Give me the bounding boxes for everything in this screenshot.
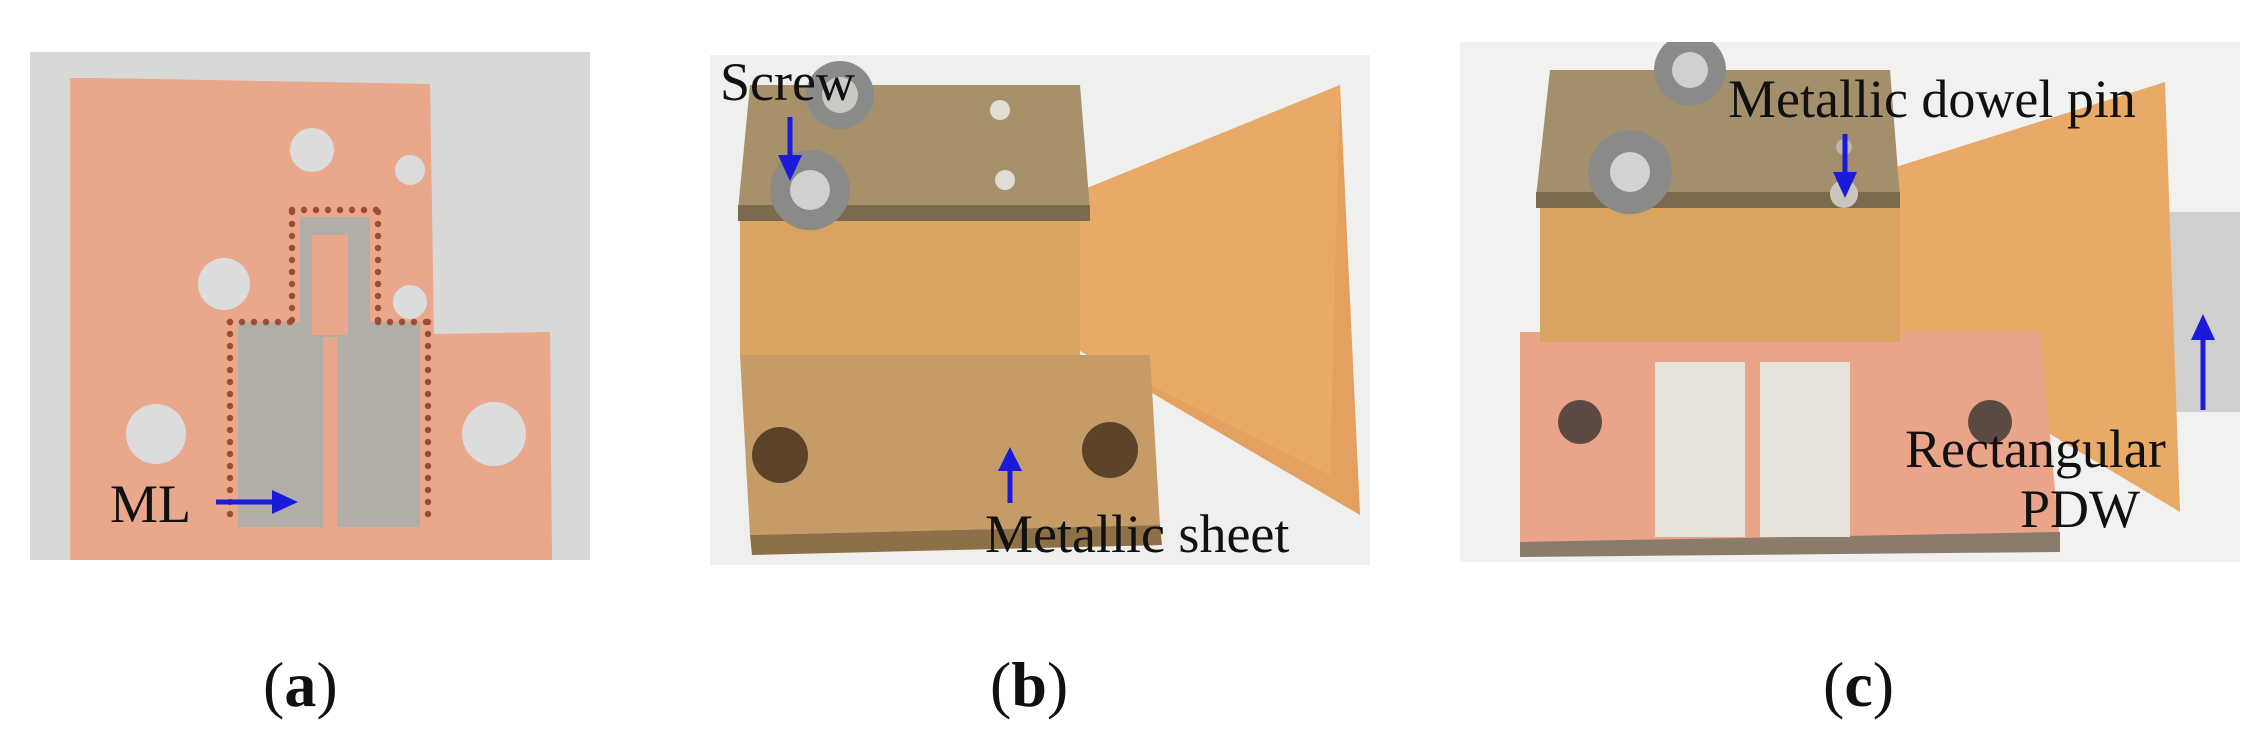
panel-c-photo: Metallic dowel pin Rectangular PDW: [1460, 42, 2240, 562]
caption-c: (c): [1823, 649, 1895, 720]
screw-arrow-icon: [778, 117, 802, 181]
assembled-transition-image: [1460, 42, 2240, 562]
ml-label: ML: [110, 474, 191, 534]
via-holes: [226, 206, 432, 518]
panel-b-photo: Screw Metallic sheet: [710, 55, 1370, 565]
dowel-pin-label: Metallic dowel pin: [1728, 69, 2136, 129]
caption-b-letter: b: [1011, 649, 1047, 720]
caption-b: (b): [990, 649, 1069, 720]
antenna-assembly-image: [710, 55, 1370, 565]
pdw-arrow-icon: [2191, 314, 2215, 410]
metallic-sheet-label: Metallic sheet: [985, 504, 1290, 564]
caption-a: (a): [263, 649, 338, 720]
panel-a-photo: ML: [30, 52, 590, 560]
metallic-sheet-arrow-icon: [998, 447, 1022, 503]
caption-a-letter: a: [284, 649, 317, 720]
caption-c-letter: c: [1844, 649, 1873, 720]
dowel-pin-arrow-icon: [1833, 134, 1857, 198]
ml-arrow-icon: [216, 490, 298, 514]
screw-label: Screw: [720, 55, 855, 112]
rect-pdw-label-line1: Rectangular: [1905, 419, 2166, 479]
pcb-board-image: [30, 52, 590, 560]
rect-pdw-label-line2: PDW: [2020, 479, 2140, 539]
